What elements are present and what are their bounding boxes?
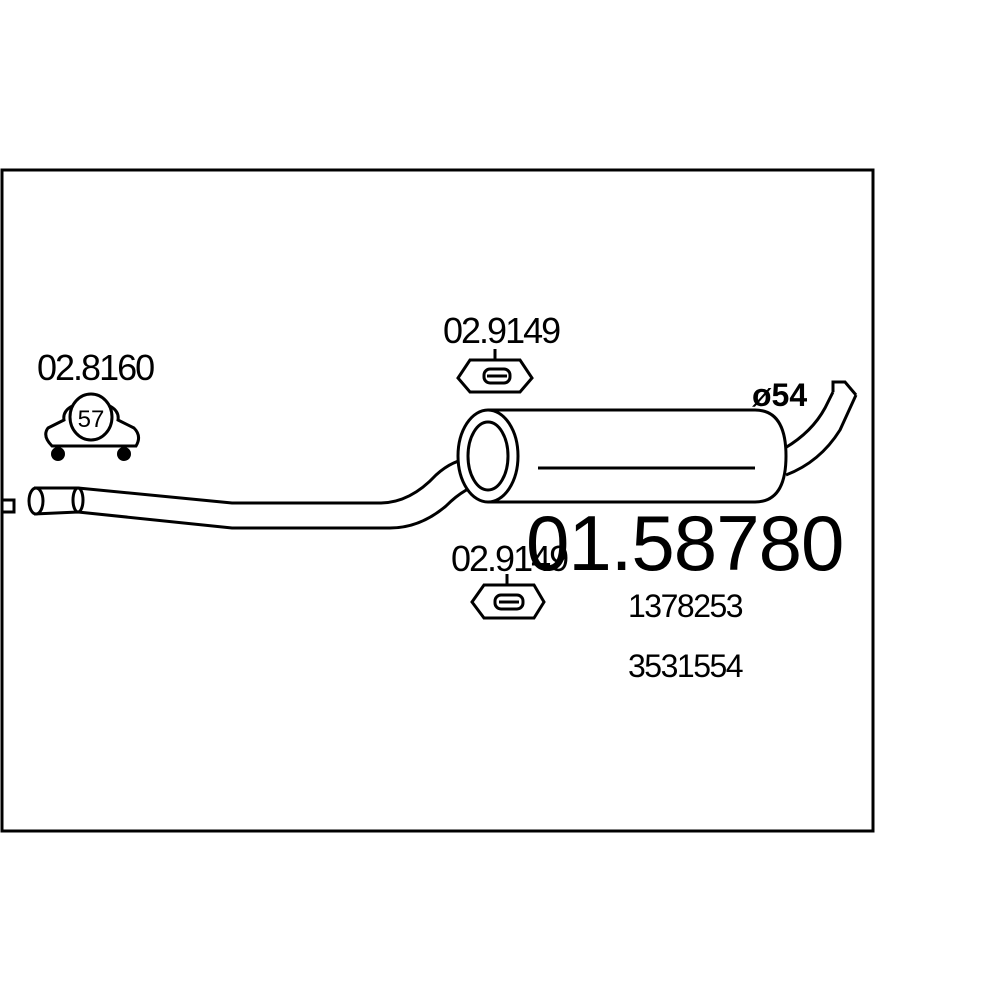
- hanger-bottom-part-number: 02.9149: [451, 538, 568, 579]
- outlet-diameter-label: ø54: [752, 377, 807, 413]
- oem-number-2: 3531554: [628, 648, 743, 684]
- clamp-02-8160-icon: [44, 392, 141, 461]
- clamp-part-number: 02.8160: [37, 347, 154, 388]
- exhaust-pipe-icon: [0, 457, 505, 530]
- oem-number-1: 1378253: [628, 588, 743, 624]
- hanger-top-part-number: 02.9149: [443, 310, 560, 351]
- muffler-icon: [456, 380, 858, 504]
- hanger-top-icon: [456, 349, 534, 394]
- main-part-number: 01.58780: [526, 499, 843, 587]
- hanger-bottom-icon: [470, 574, 546, 620]
- clamp-size-label: 57: [78, 406, 105, 433]
